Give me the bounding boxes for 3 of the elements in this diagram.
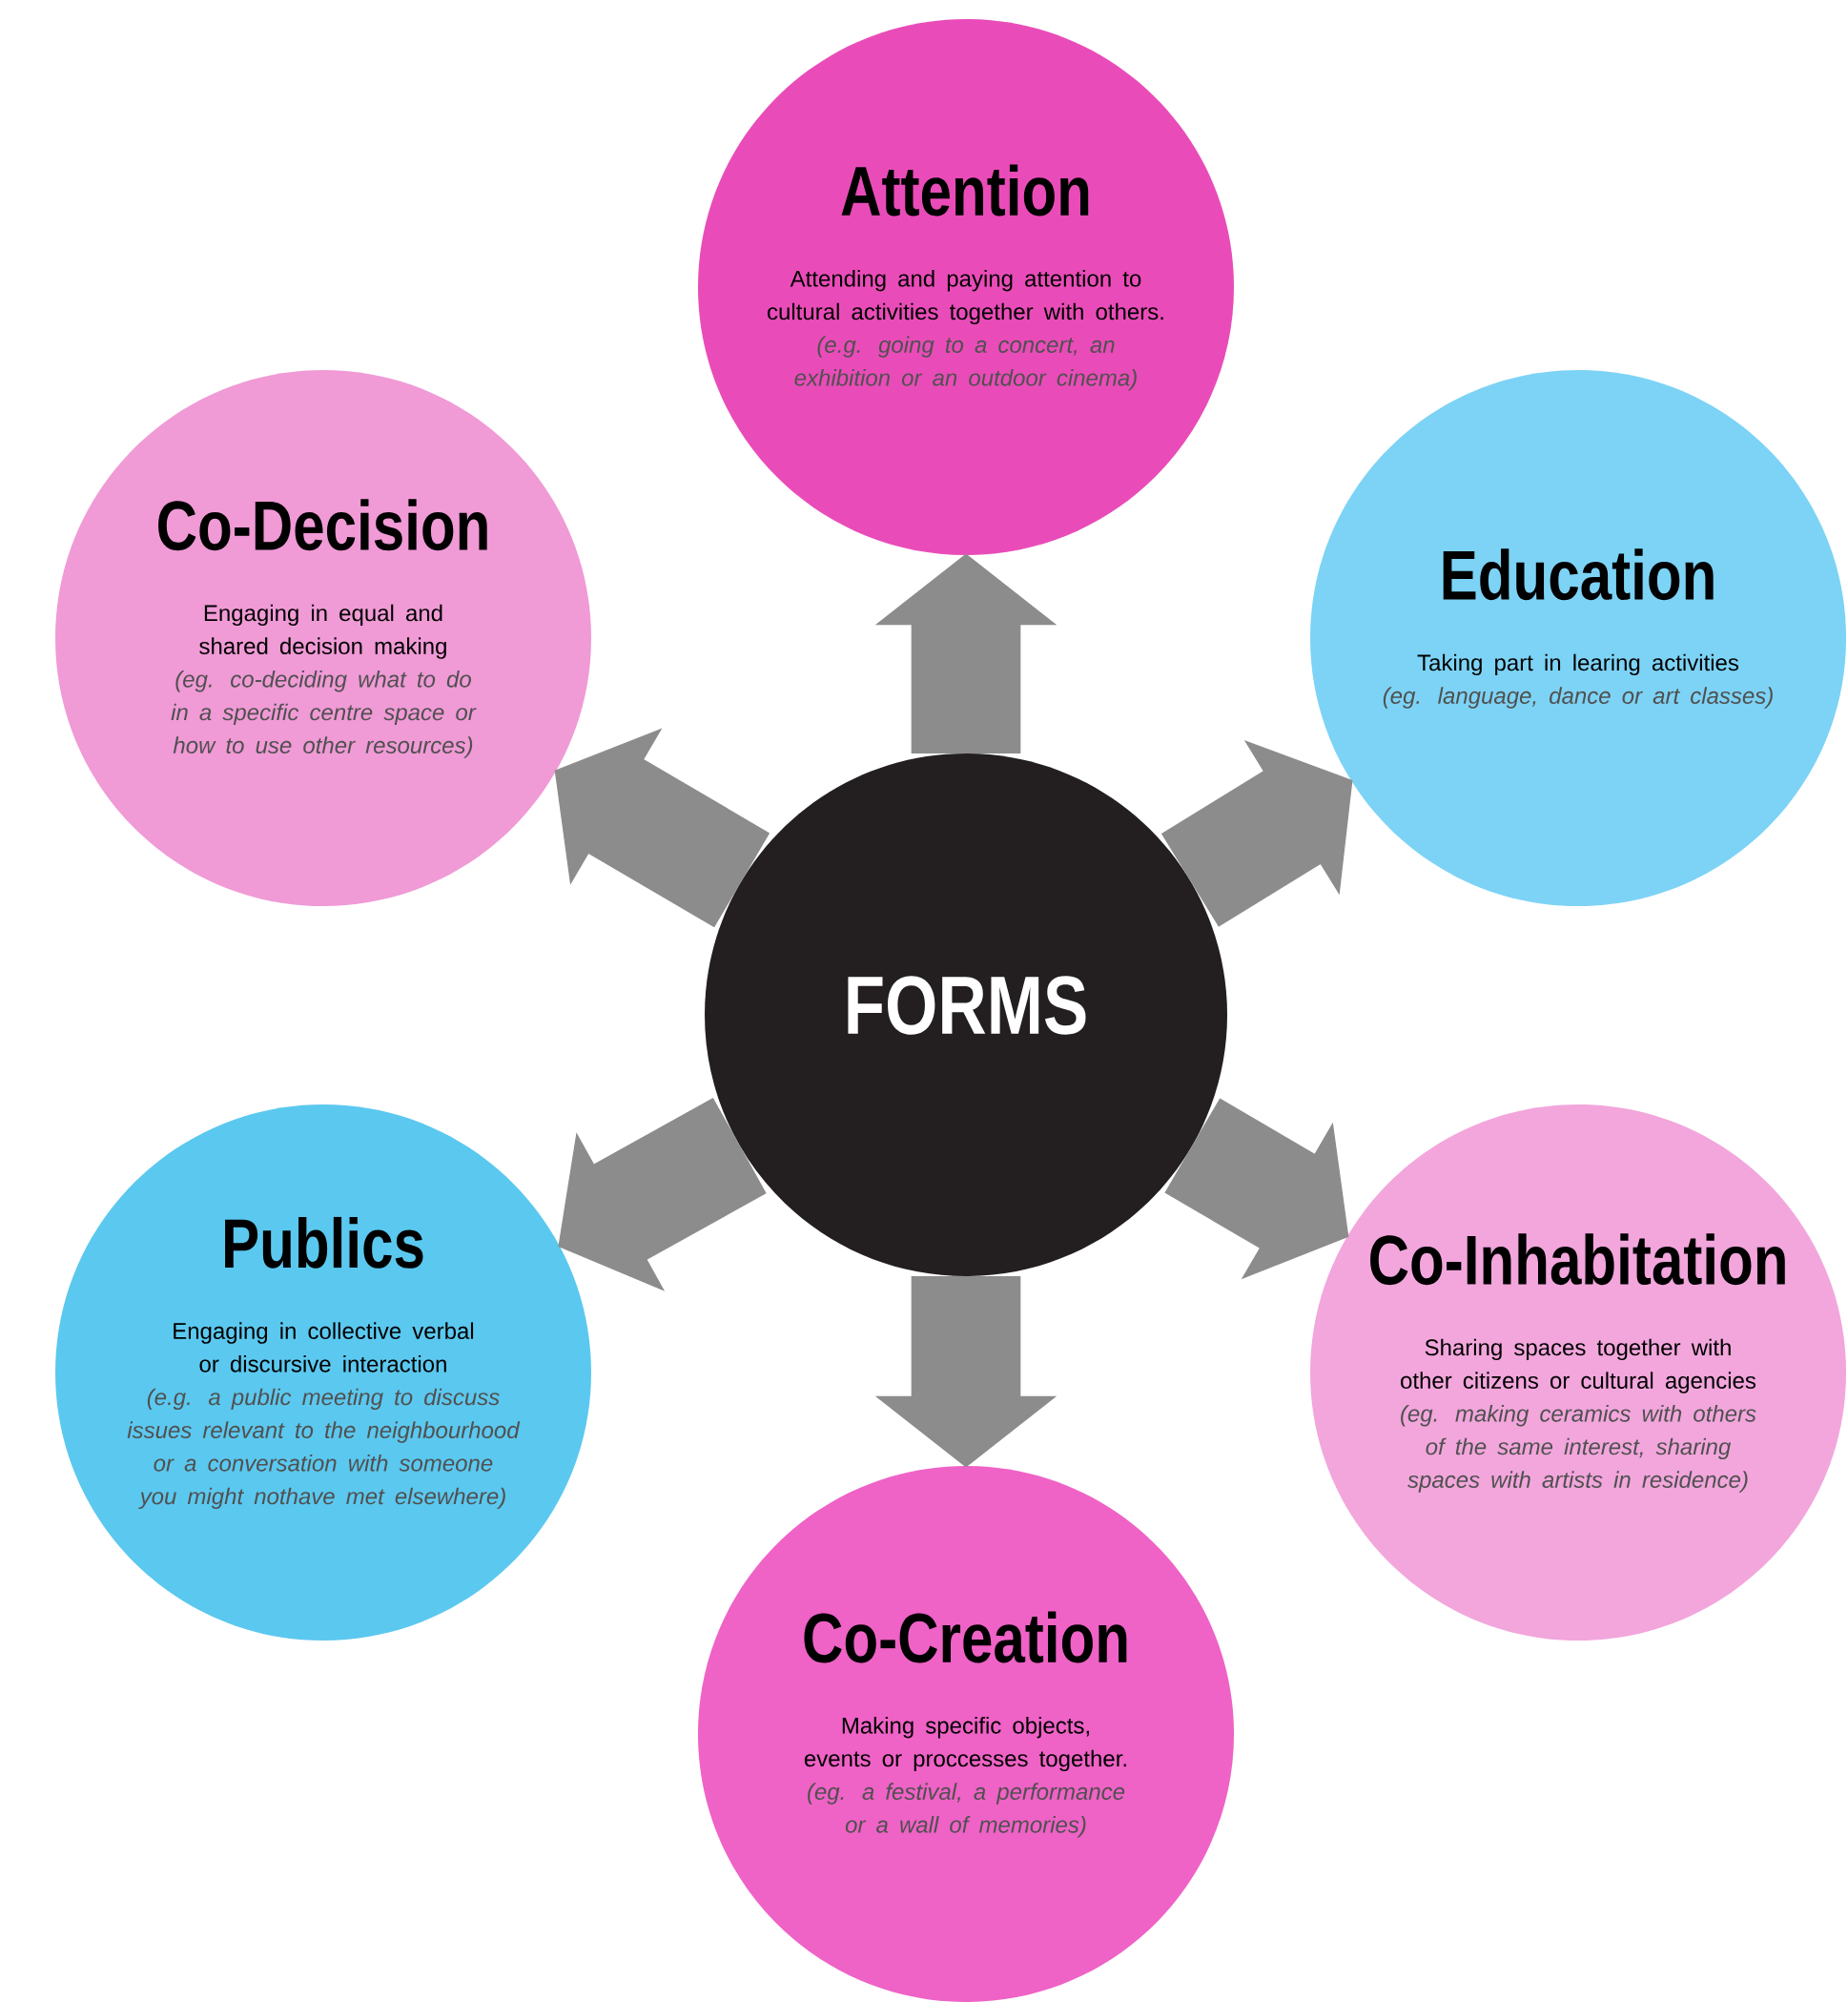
- block-arrow: [874, 1276, 1057, 1468]
- block-arrow: [874, 553, 1057, 753]
- block-arrow: [1164, 1098, 1349, 1280]
